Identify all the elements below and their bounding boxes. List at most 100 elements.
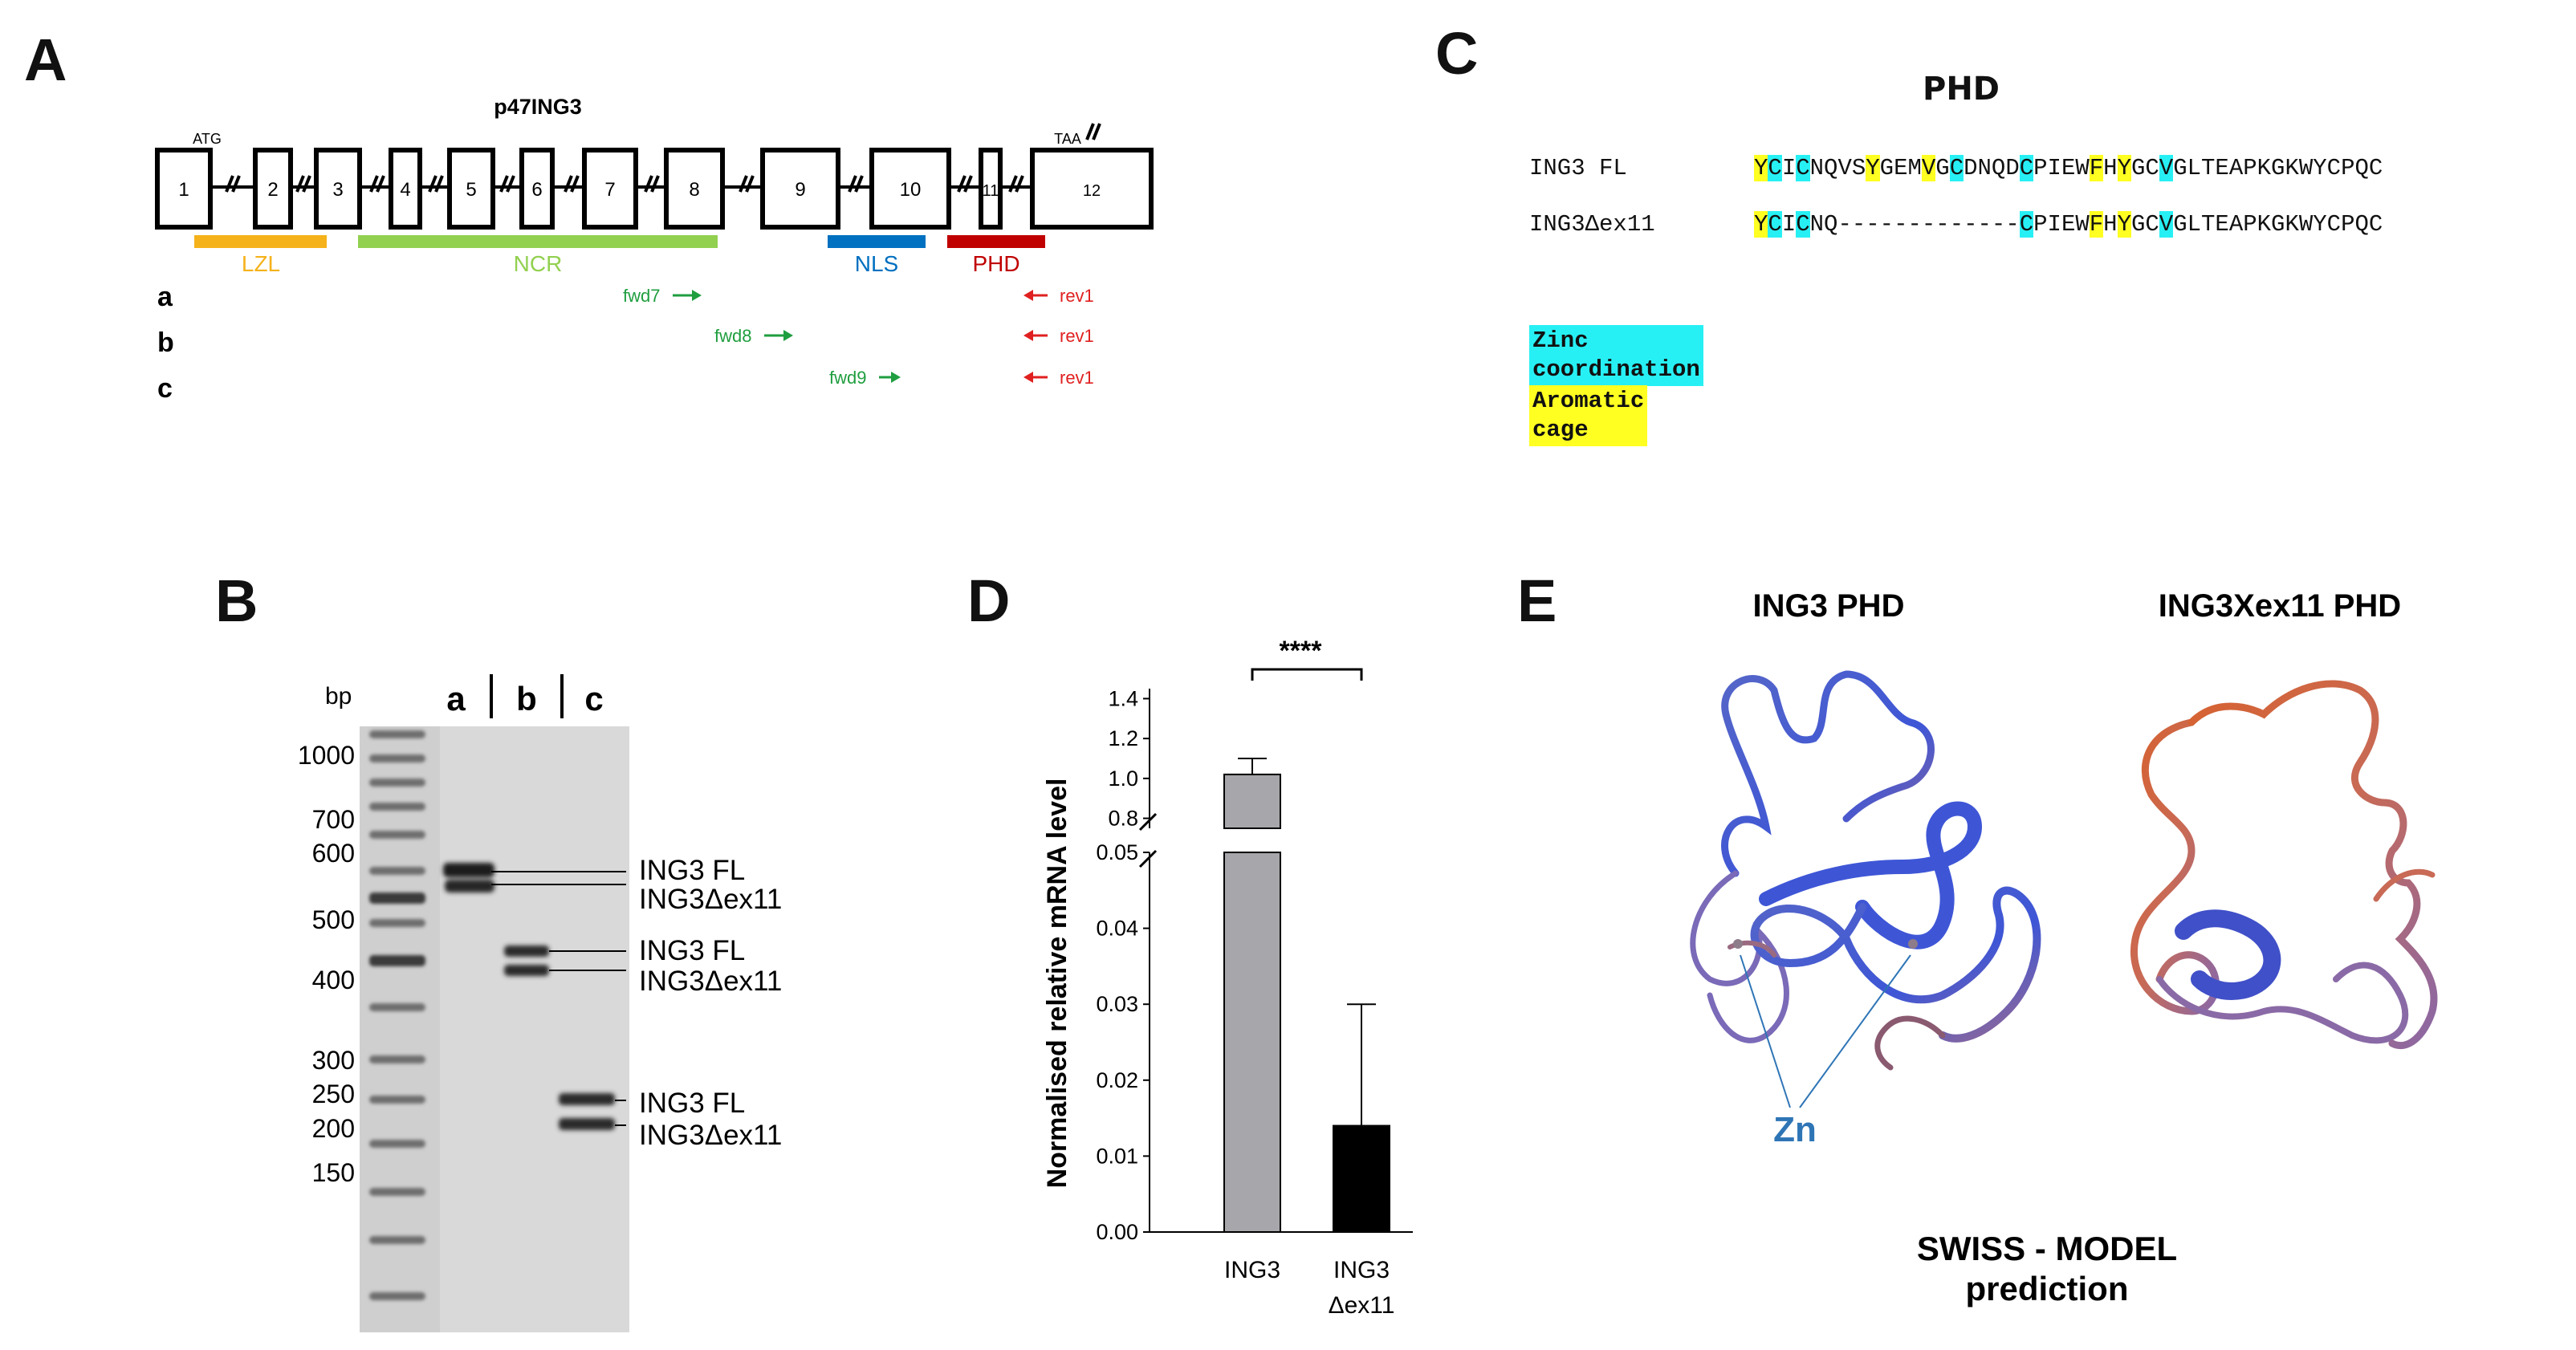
residue: Q: [2354, 155, 2369, 181]
exon-number-2: 2: [267, 179, 278, 201]
ladder-band: [369, 1188, 425, 1196]
alignment-title: PHD: [1923, 71, 2000, 108]
domain-bar-phd: [947, 235, 1045, 248]
band-label-b-fl: ING3 FL: [639, 935, 745, 966]
residue: G: [1879, 155, 1894, 181]
residue: C: [2368, 211, 2383, 238]
domain-label-phd: PHD: [972, 251, 1019, 276]
residue: W: [2075, 155, 2090, 181]
legend-zinc-coordination: Zinc coordination: [1529, 325, 1703, 386]
y-tick-label-0.04: 0.04: [1096, 917, 1138, 941]
ing3-ex11-phd-structure: [2130, 680, 2438, 1050]
residue: Y: [2313, 155, 2327, 181]
residue: N: [1809, 211, 1825, 238]
residue: C: [2019, 155, 2034, 181]
residue: Q: [2354, 211, 2369, 238]
marker-label-700: 700: [312, 805, 355, 834]
ladder-band: [369, 730, 425, 738]
chart-bars: [1223, 758, 1390, 1233]
residue: C: [2145, 211, 2159, 238]
residue: P: [2033, 211, 2048, 238]
residue: C: [2326, 211, 2342, 238]
lane-label-a: a: [446, 680, 466, 718]
y-tick-label-1.2: 1.2: [1108, 726, 1138, 750]
band-b-fl: [504, 945, 549, 957]
intron-breaks: [225, 123, 1101, 193]
intron-break-2: [295, 175, 305, 193]
residue: E: [2061, 211, 2076, 238]
row-label-c: c: [157, 373, 173, 404]
residue: I: [2047, 155, 2061, 181]
residue: G: [2130, 211, 2146, 238]
svg-text:rev1: rev1: [1060, 368, 1094, 388]
residue: S: [1851, 155, 1866, 181]
panel-label-b: B: [215, 567, 258, 634]
marker-label-200: 200: [312, 1114, 355, 1143]
exon-box-8: [664, 148, 725, 230]
residue: -: [1907, 211, 1922, 238]
sequence-del: YCICNQ-------------CPIEWFHYGCVGLTEAPKGKW…: [1754, 209, 2383, 241]
ladder-band: [369, 893, 425, 904]
bar-0-lower: [1223, 852, 1281, 1233]
residue: C: [2145, 155, 2159, 181]
significance-label: ****: [1280, 636, 1323, 666]
intron-break-6-b: [570, 175, 580, 193]
ladder-band: [369, 831, 425, 839]
intron-break-7-b: [650, 175, 660, 193]
exon-number-11: 11: [983, 182, 999, 200]
arrowhead-fwd8: [783, 330, 793, 341]
residue: C: [1768, 211, 1782, 238]
residue: T: [2201, 155, 2216, 181]
ing3-phd-structure: [1690, 670, 2041, 1071]
y-tick-label-0.05: 0.05: [1096, 840, 1138, 864]
intron-break-7: [644, 175, 653, 193]
band-label-b-del: ING3Δex11: [639, 966, 782, 997]
residue: V: [1837, 155, 1852, 181]
residue: H: [2103, 155, 2118, 181]
residue: V: [2159, 155, 2174, 181]
residue: A: [2228, 211, 2244, 238]
residue: L: [2187, 155, 2201, 181]
primer-rev1-c: rev1: [1023, 368, 1094, 388]
structure-panel: ING3 PHD ING3Xex11 PHD Zn SWISS - MODEL …: [1690, 588, 2438, 1307]
residue: V: [1921, 155, 1936, 181]
intron-break-3: [369, 175, 379, 193]
band-label-c-fl: ING3 FL: [639, 1088, 745, 1119]
axis-break-mark-1: [1138, 812, 1158, 832]
residue: -: [1991, 211, 2006, 238]
y-tick-label-0.01: 0.01: [1096, 1144, 1138, 1168]
exon-box-3: [314, 148, 362, 230]
seq-name-fl: ING3 FL: [1529, 155, 1627, 181]
residue: Q: [1991, 155, 2006, 181]
residue: V: [2159, 211, 2174, 238]
residue: W: [2298, 211, 2314, 238]
domain-bar-ncr: [358, 235, 718, 248]
x-label-ing3-line1: ING3: [1333, 1257, 1390, 1283]
residue: C: [1796, 155, 1810, 181]
zn-atom-2: [1908, 939, 1918, 949]
residue: G: [1935, 155, 1950, 181]
residue: P: [2341, 155, 2355, 181]
domain-label-lzl: LZL: [242, 251, 280, 276]
residue: -: [1977, 211, 1992, 238]
residue: C: [1768, 155, 1782, 181]
residue: -: [1879, 211, 1894, 238]
residue: Y: [2313, 211, 2327, 238]
exon-number-9: 9: [795, 179, 805, 201]
residue: W: [2075, 211, 2090, 238]
ladder-band: [369, 1096, 425, 1104]
residue: -: [1894, 211, 1908, 238]
residue: K: [2285, 211, 2299, 238]
zn-atom-1: [1733, 939, 1743, 949]
axis-break-mark-2: [1138, 849, 1158, 868]
residue: Y: [1754, 155, 1768, 181]
exon-number-5: 5: [466, 179, 476, 201]
exon-number-12: 12: [1083, 182, 1101, 200]
marker-label-250: 250: [312, 1080, 355, 1108]
exon-box-5: [447, 148, 495, 230]
exon-box-12: [1030, 148, 1154, 230]
panel-label-d: D: [967, 567, 1011, 634]
residue: P: [2033, 155, 2048, 181]
